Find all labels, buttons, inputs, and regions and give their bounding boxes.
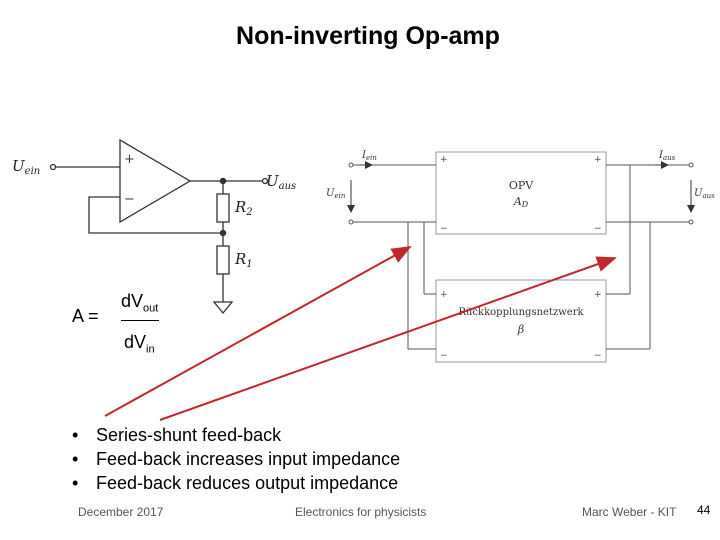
gain-ad-label: AD — [513, 195, 529, 209]
input-voltage-label: Uein — [12, 157, 40, 177]
bullet-list: Series-shunt feed-back Feed-back increas… — [72, 423, 400, 495]
fb-plus-in: + — [440, 290, 448, 300]
opv-plus-in: + — [440, 155, 448, 165]
opv-label: OPV — [509, 179, 534, 192]
footer-author: Marc Weber - KIT — [582, 505, 677, 519]
bullet-item: Feed-back reduces output impedance — [72, 471, 400, 495]
arrow-to-series-input — [104, 246, 412, 417]
output-terminal — [261, 177, 269, 185]
opamp-triangle — [119, 138, 192, 224]
input-terminal — [49, 163, 57, 171]
slide-title: Non-inverting Op-amp — [236, 22, 500, 50]
opv-box — [435, 151, 607, 235]
page-number: 44 — [697, 503, 711, 517]
opamp-minus-sign: − — [124, 192, 135, 207]
r1-label: R1 — [234, 250, 253, 270]
resistor-r2 — [216, 193, 230, 223]
opamp-schematic — [49, 138, 269, 315]
bullet-item: Feed-back increases input impedance — [72, 447, 400, 471]
fb-minus-out: − — [594, 351, 602, 361]
feedback-wire — [88, 196, 223, 234]
beta-label: β — [517, 323, 524, 336]
feedback-network-label: Rückkopplungsnetzwerk — [458, 307, 584, 318]
block-input-voltage-label: Uein — [326, 188, 346, 200]
block-output-voltage-label: Uaus — [694, 188, 715, 200]
output-current-label: Iaus — [658, 150, 676, 162]
fb-minus-in: − — [440, 351, 448, 361]
bullet-item: Series-shunt feed-back — [72, 423, 400, 447]
ground-symbol — [212, 301, 234, 315]
formula-lhs: A = — [72, 306, 99, 326]
opv-minus-in: − — [440, 224, 448, 234]
output-voltage-label: Uaus — [266, 172, 296, 192]
fb-plus-out: + — [594, 290, 602, 300]
footer-course: Electronics for physicists — [295, 505, 427, 519]
footer-date: December 2017 — [78, 505, 164, 519]
arrow-to-shunt-output — [159, 256, 617, 421]
formula-fraction-bar — [121, 320, 159, 321]
formula-denominator: dVin — [124, 332, 155, 356]
input-current-label: Iein — [361, 150, 377, 162]
opv-plus-out: + — [594, 155, 602, 165]
resistor-r1 — [216, 245, 230, 275]
formula-numerator: dVout — [121, 291, 159, 315]
r2-label: R2 — [234, 198, 253, 218]
opamp-plus-sign: + — [124, 152, 135, 167]
opv-minus-out: − — [594, 224, 602, 234]
